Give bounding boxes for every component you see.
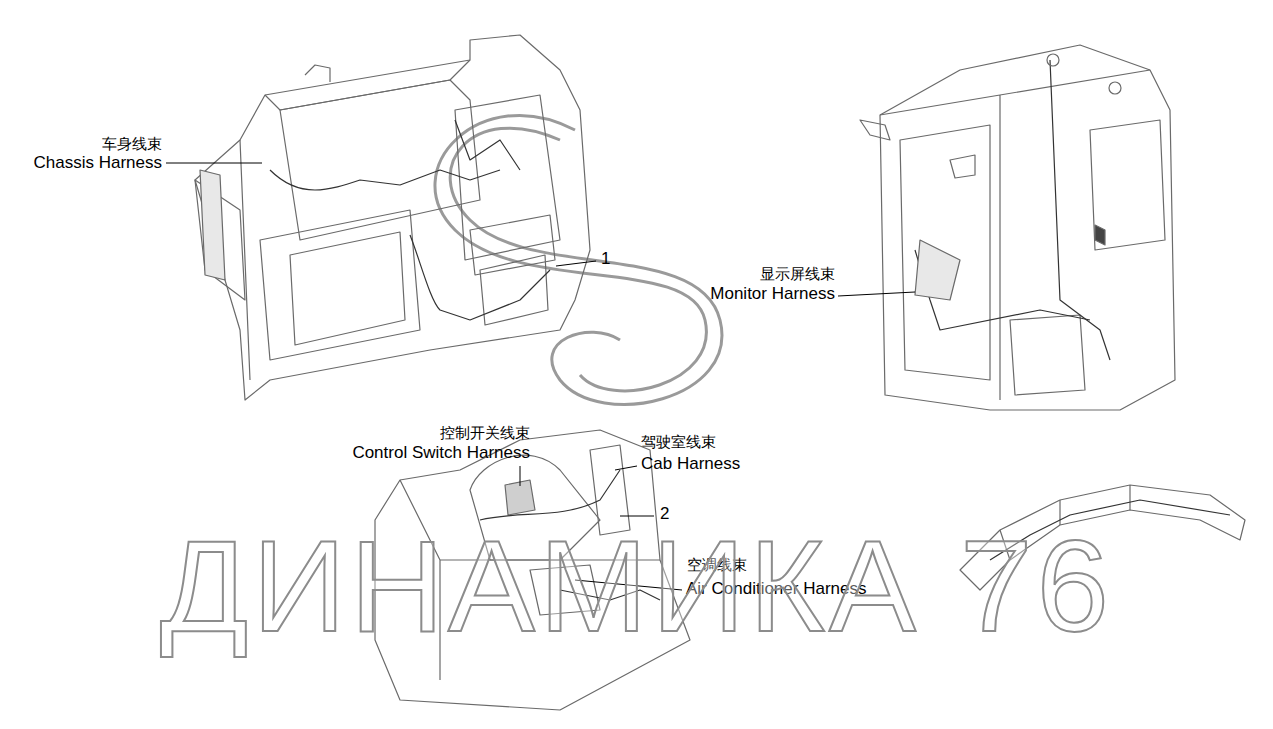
watermark: ДИНАМИКА 76 [160,515,1113,658]
part-name-cn: 显示屏线束 [760,266,835,283]
part-name-cn: 车身线束 [102,136,162,153]
callout-number: 1 [601,250,610,269]
part-name: Chassis Harness [34,154,163,173]
part-name: Cab Harness [641,455,740,474]
part-name-cn: 控制开关线束 [440,425,530,442]
part-name: Control Switch Harness [352,444,530,463]
part-name-cn: 驾驶室线束 [641,434,716,451]
part-name: Monitor Harness [710,285,835,304]
